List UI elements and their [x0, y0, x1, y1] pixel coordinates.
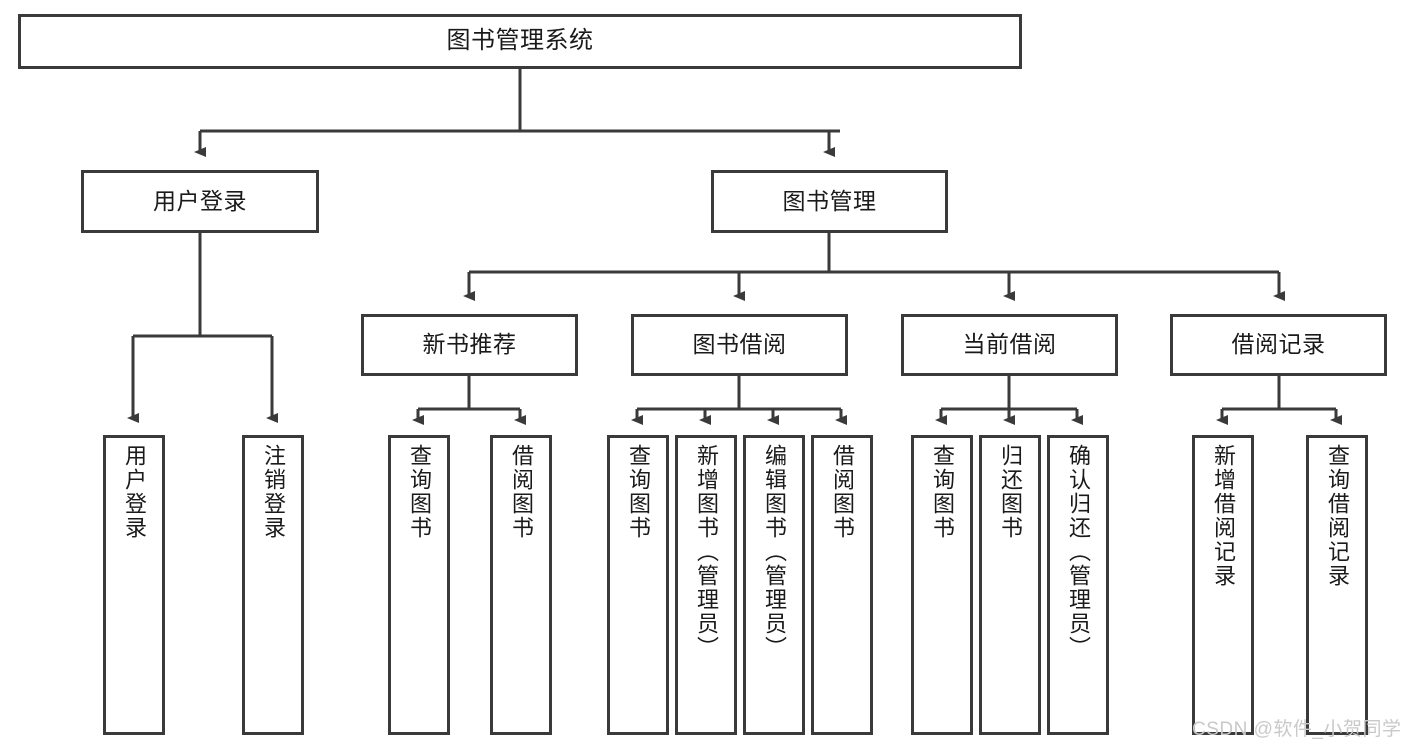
- node-label: 新增图书（管理员）: [694, 444, 719, 660]
- leaf-borrow-take-book[interactable]: 借阅图书: [811, 435, 873, 735]
- node-current-borrow[interactable]: 当前借阅: [901, 314, 1118, 376]
- node-user-login[interactable]: 用户登录: [81, 170, 319, 233]
- node-label: 用户登录: [153, 187, 247, 214]
- leaf-user-login[interactable]: 用户登录: [103, 435, 165, 735]
- leaf-borrow-query-book[interactable]: 查询图书: [607, 435, 669, 735]
- node-new-book-recommendation[interactable]: 新书推荐: [361, 314, 578, 376]
- node-label: 新书推荐: [422, 331, 517, 358]
- leaf-borrow-add-book-admin[interactable]: 新增图书（管理员）: [675, 435, 737, 735]
- csdn-watermark: CSDN @软件_小贺同学: [1192, 719, 1402, 740]
- node-label: 新增借阅记录: [1211, 444, 1236, 588]
- leaf-current-confirm-return-admin[interactable]: 确认归还（管理员）: [1047, 435, 1109, 735]
- node-label: 编辑图书（管理员）: [762, 444, 787, 660]
- node-label: 图书管理: [782, 187, 877, 214]
- node-label: 查询图书: [407, 444, 432, 540]
- leaf-recommend-query-book[interactable]: 查询图书: [388, 435, 450, 735]
- leaf-record-add-borrow-record[interactable]: 新增借阅记录: [1192, 435, 1254, 735]
- node-label: 当前借阅: [962, 331, 1057, 358]
- node-book-management[interactable]: 图书管理: [711, 170, 948, 233]
- leaf-recommend-borrow-book[interactable]: 借阅图书: [490, 435, 552, 735]
- leaf-current-query-book[interactable]: 查询图书: [911, 435, 973, 735]
- node-label: 图书借阅: [692, 331, 787, 358]
- node-label: 注销登录: [261, 444, 286, 540]
- node-borrow-record[interactable]: 借阅记录: [1170, 314, 1387, 376]
- leaf-user-logout[interactable]: 注销登录: [242, 435, 304, 735]
- leaf-current-return-book[interactable]: 归还图书: [979, 435, 1041, 735]
- node-label: 借阅图书: [509, 444, 534, 540]
- node-root-book-management-system[interactable]: 图书管理系统: [18, 14, 1022, 69]
- node-label: 借阅记录: [1231, 331, 1326, 358]
- node-label: 借阅图书: [830, 444, 855, 540]
- node-label: 图书管理系统: [446, 27, 594, 55]
- node-label: 用户登录: [122, 444, 147, 540]
- node-label: 查询图书: [930, 444, 955, 540]
- node-label: 查询图书: [626, 444, 651, 540]
- node-label: 查询借阅记录: [1325, 444, 1350, 588]
- node-label: 确认归还（管理员）: [1066, 444, 1091, 660]
- node-label: 归还图书: [998, 444, 1023, 540]
- leaf-record-query-borrow-record[interactable]: 查询借阅记录: [1306, 435, 1368, 735]
- leaf-borrow-edit-book-admin[interactable]: 编辑图书（管理员）: [743, 435, 805, 735]
- node-book-borrow[interactable]: 图书借阅: [631, 314, 848, 376]
